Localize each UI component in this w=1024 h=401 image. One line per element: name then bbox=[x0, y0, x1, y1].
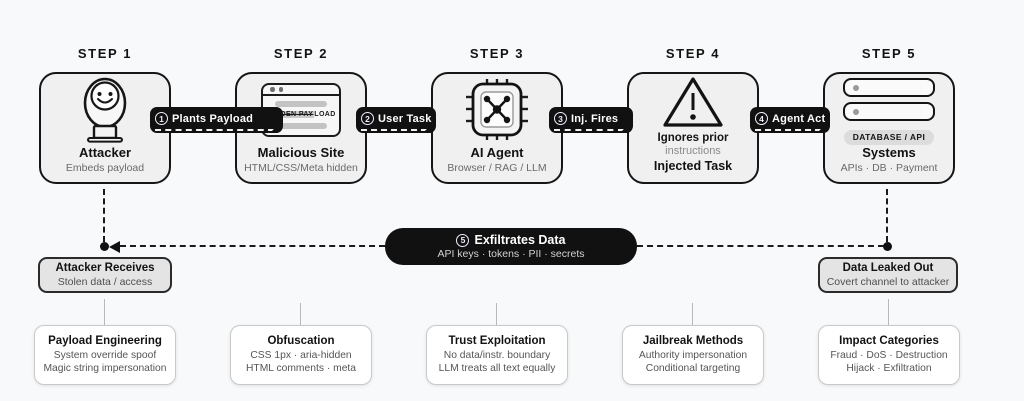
arrow-4-bubble: 4 Agent Act bbox=[750, 107, 830, 133]
connector-stub bbox=[300, 303, 301, 325]
detail-title: Impact Categories bbox=[839, 334, 939, 347]
step-2-title: Malicious Site bbox=[257, 145, 345, 161]
detail-line: CSS 1px · aria-hidden bbox=[250, 349, 352, 361]
arrow-4-number: 4 bbox=[755, 112, 768, 125]
browser-dot bbox=[278, 87, 283, 92]
step-3-title: AI Agent bbox=[470, 145, 524, 161]
exfiltration-number: 5 bbox=[456, 233, 470, 247]
detail-line: Authority impersonation bbox=[638, 349, 748, 361]
step-4-line1: Ignores prior bbox=[657, 131, 729, 144]
step-5-box: DATABASE / API Systems APIs · DB · Payme… bbox=[823, 72, 955, 184]
detail-box-jailbreak-methods: Jailbreak Methods Authority impersonatio… bbox=[622, 325, 764, 385]
arrow-3-number: 3 bbox=[554, 112, 567, 125]
connector-stub bbox=[496, 303, 497, 325]
step-1-label: STEP 1 bbox=[77, 46, 133, 61]
detail-box-impact-categories: Impact Categories Fraud · DoS · Destruct… bbox=[818, 325, 960, 385]
attacker-flow-dot bbox=[100, 242, 109, 251]
detail-line: Magic string impersonation bbox=[43, 363, 167, 375]
step-5-label: STEP 5 bbox=[861, 46, 917, 61]
arrow-dash-line bbox=[554, 129, 624, 131]
chip-icon bbox=[458, 74, 536, 146]
arrow-dash-line bbox=[155, 129, 274, 131]
browser-titlebar bbox=[263, 85, 339, 97]
arrow-4-label: Agent Act bbox=[772, 112, 826, 125]
arrow-2-label: User Task bbox=[378, 112, 432, 125]
exfiltration-title: Exfiltrates Data bbox=[474, 233, 566, 247]
data-leaked-title: Data Leaked Out bbox=[842, 262, 934, 274]
step-1-box: Attacker Embeds payload bbox=[39, 72, 171, 184]
detail-box-obfuscation: Obfuscation CSS 1px · aria-hidden HTML c… bbox=[230, 325, 372, 385]
browser-content-bar bbox=[275, 101, 327, 108]
step-5-subtitle: APIs · DB · Payment bbox=[840, 162, 938, 175]
detail-line: Hijack · Exfiltration bbox=[846, 363, 932, 375]
step-3-box: AI Agent Browser / RAG / LLM bbox=[431, 72, 563, 184]
step-4-label: STEP 4 bbox=[665, 46, 721, 61]
browser-dot bbox=[270, 87, 275, 92]
exfiltration-subtitle: API keys · tokens · PII · secrets bbox=[437, 248, 585, 260]
arrow-dash-line bbox=[755, 129, 821, 131]
arrow-2-number: 2 bbox=[361, 112, 374, 125]
step-4-line3: Injected Task bbox=[653, 159, 733, 174]
step-2-label: STEP 2 bbox=[273, 46, 329, 61]
detail-box-payload-engineering: Payload Engineering System override spoo… bbox=[34, 325, 176, 385]
detail-line: LLM treats all text equally bbox=[438, 363, 556, 375]
step-5-title: Systems bbox=[862, 145, 916, 161]
server-bar bbox=[843, 102, 935, 122]
step-3-label: STEP 3 bbox=[469, 46, 525, 61]
arrow-dash-line bbox=[361, 129, 427, 131]
warning-triangle-icon bbox=[660, 74, 726, 131]
step-2-subtitle: HTML/CSS/Meta hidden bbox=[244, 162, 358, 175]
data-leaked-subtitle: Covert channel to attacker bbox=[826, 275, 950, 288]
step-3-subtitle: Browser / RAG / LLM bbox=[447, 162, 547, 175]
attacker-receives-title: Attacker Receives bbox=[55, 262, 155, 274]
detail-title: Obfuscation bbox=[267, 334, 335, 347]
servers-icon: DATABASE / API bbox=[843, 74, 935, 146]
detail-title: Trust Exploitation bbox=[448, 334, 546, 347]
detail-line: Conditional targeting bbox=[645, 363, 741, 375]
browser-content-bar bbox=[275, 123, 327, 130]
arrow-1-label: Plants Payload bbox=[172, 112, 254, 125]
arrow-3-label: Inj. Fires bbox=[571, 112, 619, 125]
database-api-badge: DATABASE / API bbox=[843, 129, 935, 145]
detail-line: HTML comments · meta bbox=[245, 363, 357, 375]
step-4-box: Ignores prior instructions Injected Task bbox=[627, 72, 759, 184]
flow-dashed-line-left bbox=[120, 245, 385, 247]
connector-stub bbox=[104, 299, 105, 325]
exfiltration-pill: 5 Exfiltrates Data API keys · tokens · P… bbox=[385, 228, 637, 265]
server-bar bbox=[843, 78, 935, 98]
arrow-2-bubble: 2 User Task bbox=[356, 107, 436, 133]
leak-flow-dot bbox=[883, 242, 892, 251]
detail-title: Payload Engineering bbox=[48, 334, 162, 347]
detail-line: System override spoof bbox=[53, 349, 157, 361]
attacker-receives-box: Attacker Receives Stolen data / access bbox=[38, 257, 172, 294]
arrow-1-number: 1 bbox=[155, 112, 168, 125]
step1-drop-dashed-line bbox=[103, 189, 105, 242]
flow-dashed-line-right bbox=[637, 245, 884, 247]
step5-drop-dashed-line bbox=[886, 189, 888, 242]
hidden-payload-text: HIDDEN PAYLOAD bbox=[266, 111, 336, 119]
attacker-icon bbox=[74, 74, 136, 146]
connector-stub bbox=[692, 303, 693, 325]
data-leaked-box: Data Leaked Out Covert channel to attack… bbox=[818, 257, 958, 294]
detail-box-trust-exploitation: Trust Exploitation No data/instr. bounda… bbox=[426, 325, 568, 385]
attacker-receives-subtitle: Stolen data / access bbox=[57, 275, 153, 288]
arrow-1-bubble: 1 Plants Payload bbox=[150, 107, 283, 133]
step-4-line2: instructions bbox=[665, 144, 721, 157]
step-1-subtitle: Embeds payload bbox=[65, 162, 145, 175]
connector-stub bbox=[888, 299, 889, 325]
arrow-3-bubble: 3 Inj. Fires bbox=[549, 107, 633, 133]
detail-title: Jailbreak Methods bbox=[642, 334, 744, 347]
flow-arrowhead-left bbox=[109, 240, 120, 253]
step-1-title: Attacker bbox=[78, 145, 132, 161]
detail-line: Fraud · DoS · Destruction bbox=[830, 349, 948, 361]
detail-line: No data/instr. boundary bbox=[443, 349, 551, 361]
